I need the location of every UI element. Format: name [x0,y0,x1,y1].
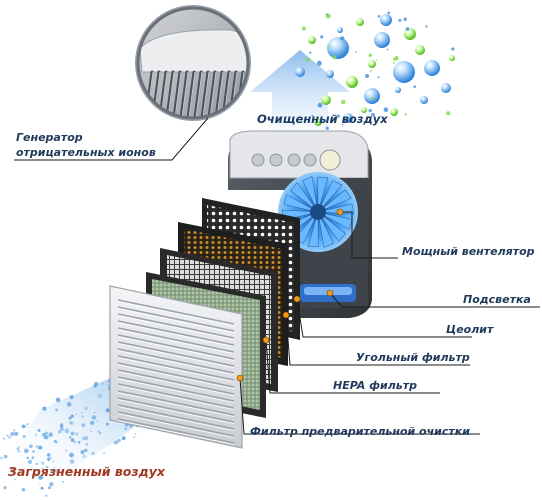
hepa-filter-label: HEPA фильтр [333,379,417,392]
zeolite-label: Цеолит [446,323,494,336]
clean-air-bubbles [295,11,455,130]
leader-lines [14,117,540,435]
ion-generator-label-line2: отрицательных ионов [16,146,156,159]
clean-air-label: Очищенный воздух [257,112,388,126]
front-grille [109,285,243,449]
ion-generator-inset [135,5,251,121]
fan-label: Мощный вентелятор [402,245,535,258]
carbon-filter-label: Угольный фильтр [356,351,470,364]
backlight-label: Подсветка [463,293,531,306]
dirty-air-label: Загрязненный воздух [8,464,165,479]
leader-dots [236,208,344,382]
prefilter-label: Фильтр предварительной очистки [250,425,470,438]
clean-air-arrow [250,50,350,135]
ion-generator-label-line1: Генератор [16,131,83,144]
